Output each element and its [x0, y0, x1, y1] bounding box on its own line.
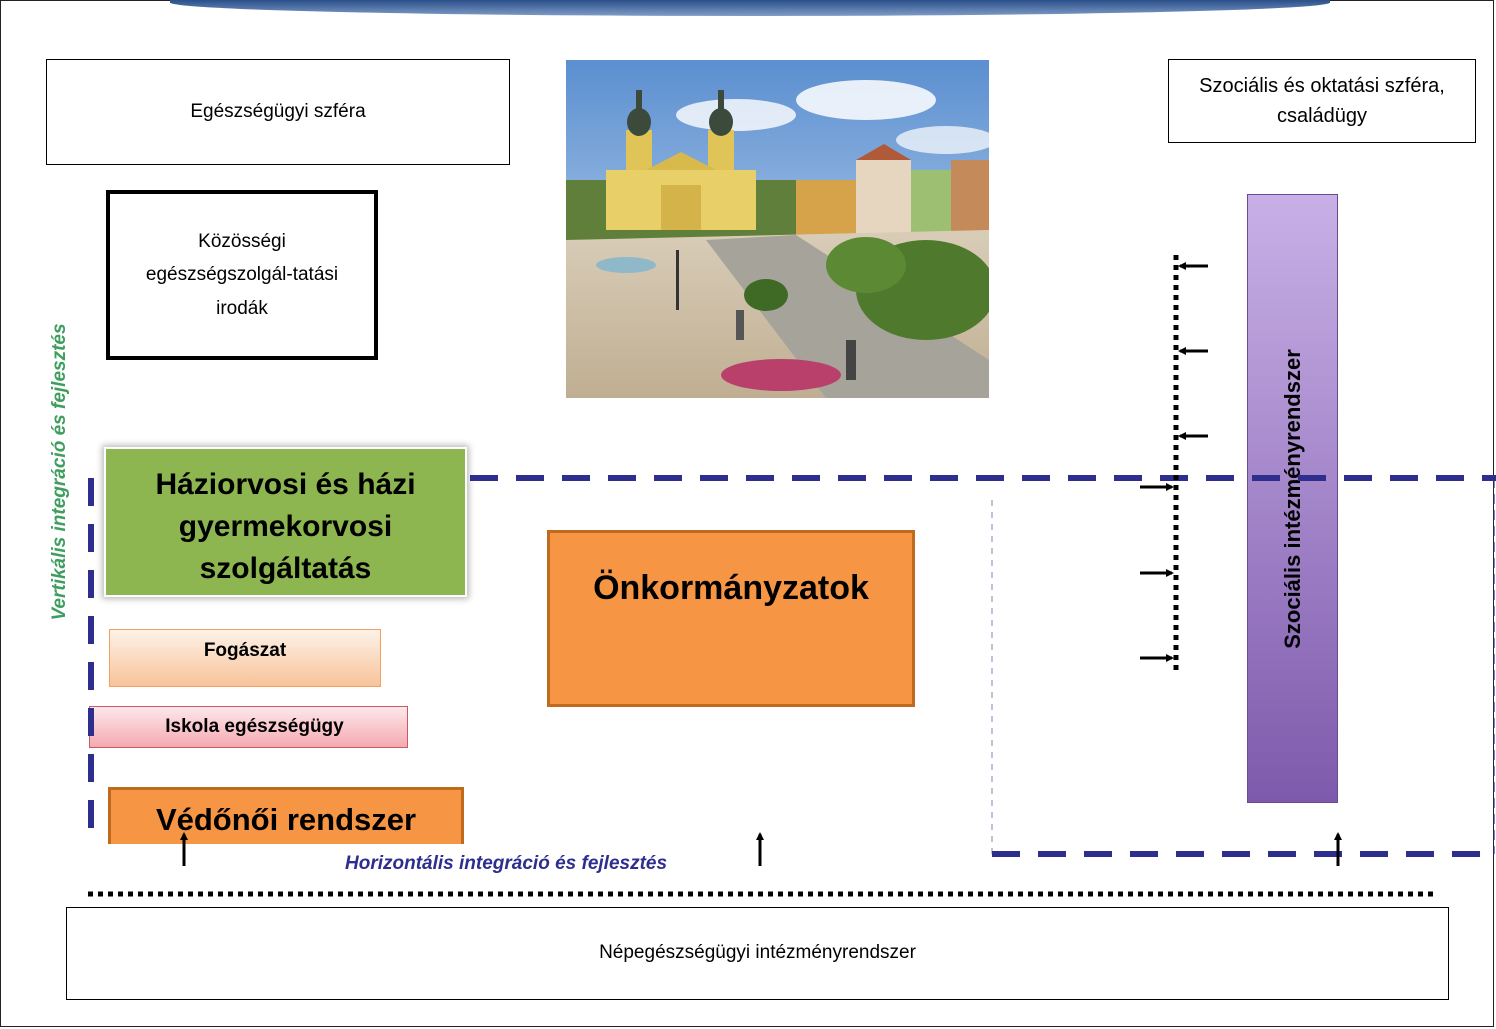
- health-visitor-box: Védőnői rendszer: [108, 787, 464, 844]
- gp-services-box: Háziorvosi és házi gyermekorvosi szolgál…: [104, 447, 467, 597]
- health-sphere-box: Egészségügyi szféra: [46, 59, 510, 165]
- public-health-box: Népegészségügyi intézményrendszer: [66, 907, 1449, 1000]
- municipalities-box: Önkormányzatok: [547, 530, 915, 707]
- school-health-box: Iskola egészségügy: [89, 706, 408, 748]
- community-offices-box: Közösségi egészségszolgál-tatási irodák: [106, 190, 378, 360]
- horizontal-integration-label: Horizontális integráció és fejlesztés: [345, 853, 668, 874]
- title-bar: [170, 0, 1330, 16]
- social-sphere-box: Szociális és oktatási szféra, családügy: [1168, 59, 1476, 143]
- health-sphere-label: Egészségügyi szféra: [190, 100, 366, 122]
- municipalities-label: Önkormányzatok: [593, 569, 869, 607]
- public-health-label: Népegészségügyi intézményrendszer: [599, 942, 916, 964]
- health-visitor-label: Védőnői rendszer: [155, 802, 417, 837]
- dentistry-label: Fogászat: [203, 640, 287, 661]
- dentistry-box: Fogászat: [109, 629, 381, 687]
- town-square-photo: [566, 60, 989, 398]
- gp-services-label: Háziorvosi és házi gyermekorvosi szolgál…: [155, 468, 416, 585]
- school-health-label: Iskola egészségügy: [165, 716, 344, 737]
- community-offices-label: Közösségi egészségszolgál-tatási irodák: [145, 231, 339, 319]
- social-institutions-box: Szociális intézményrendszer: [1247, 194, 1338, 803]
- social-sphere-label: Szociális és oktatási szféra, családügy: [1199, 75, 1445, 127]
